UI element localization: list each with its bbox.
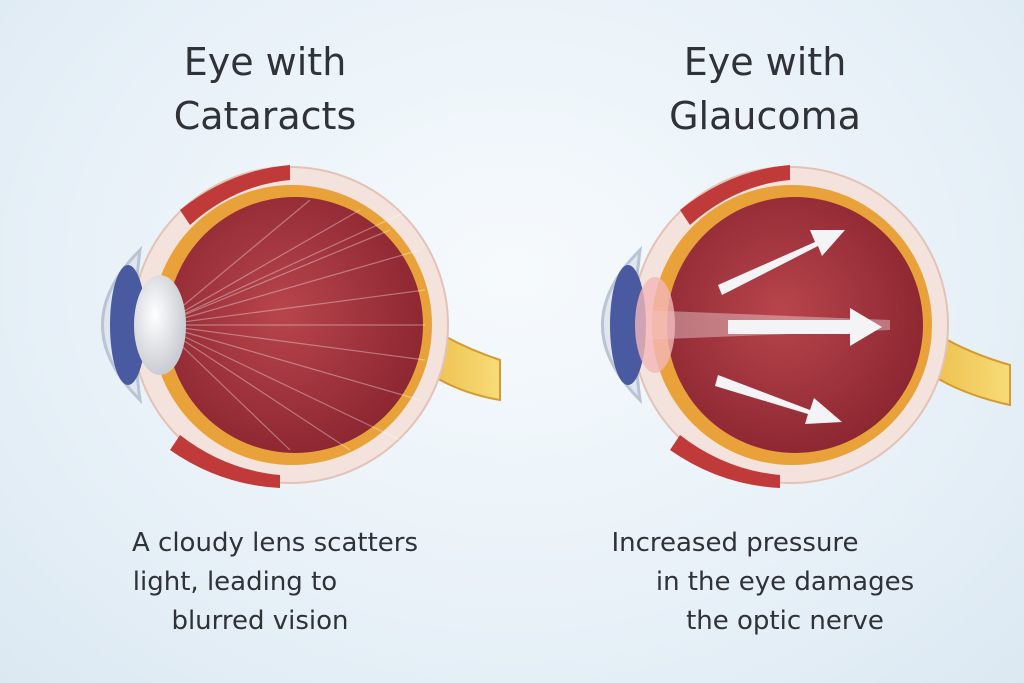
glaucoma-title: Eye with Glaucoma <box>565 35 965 143</box>
cataracts-title-line2: Cataracts <box>173 94 357 138</box>
cataracts-title-line1: Eye with <box>183 40 347 84</box>
cataracts-title: Eye with Cataracts <box>65 35 465 143</box>
caption-line: in the eye damages <box>655 567 915 597</box>
glaucoma-title-line1: Eye with <box>683 40 847 84</box>
vitreous-body <box>167 197 423 453</box>
eye-muscle-bottom <box>670 435 780 488</box>
caption-line: the optic nerve <box>686 606 884 636</box>
arrow-down-right <box>715 375 842 424</box>
lens <box>635 277 675 373</box>
caption-line: Increased pressure <box>611 528 859 558</box>
glaucoma-eye-illustration <box>601 165 1011 488</box>
eye-muscle-bottom <box>170 435 280 488</box>
cloudy-lens <box>134 275 186 375</box>
eye-muscle-top <box>180 165 290 225</box>
caption-line: light, leading to <box>132 567 338 597</box>
iris <box>610 265 646 385</box>
caption-line: A cloudy lens scatters <box>131 528 418 558</box>
scattered-light-rays <box>159 199 426 451</box>
cataracts-caption: A cloudy lens scatters light, leading to… <box>65 524 485 641</box>
arrow-up-right <box>718 230 845 295</box>
glaucoma-caption: Increased pressure in the eye damages th… <box>555 524 975 641</box>
arrow-right <box>728 308 882 346</box>
glaucoma-title-line2: Glaucoma <box>669 94 861 138</box>
cataract-eye-illustration <box>101 165 501 488</box>
caption-line: blurred vision <box>171 606 349 636</box>
eye-muscle-top <box>680 165 790 225</box>
iris <box>110 265 146 385</box>
pressure-arrows <box>715 230 882 424</box>
